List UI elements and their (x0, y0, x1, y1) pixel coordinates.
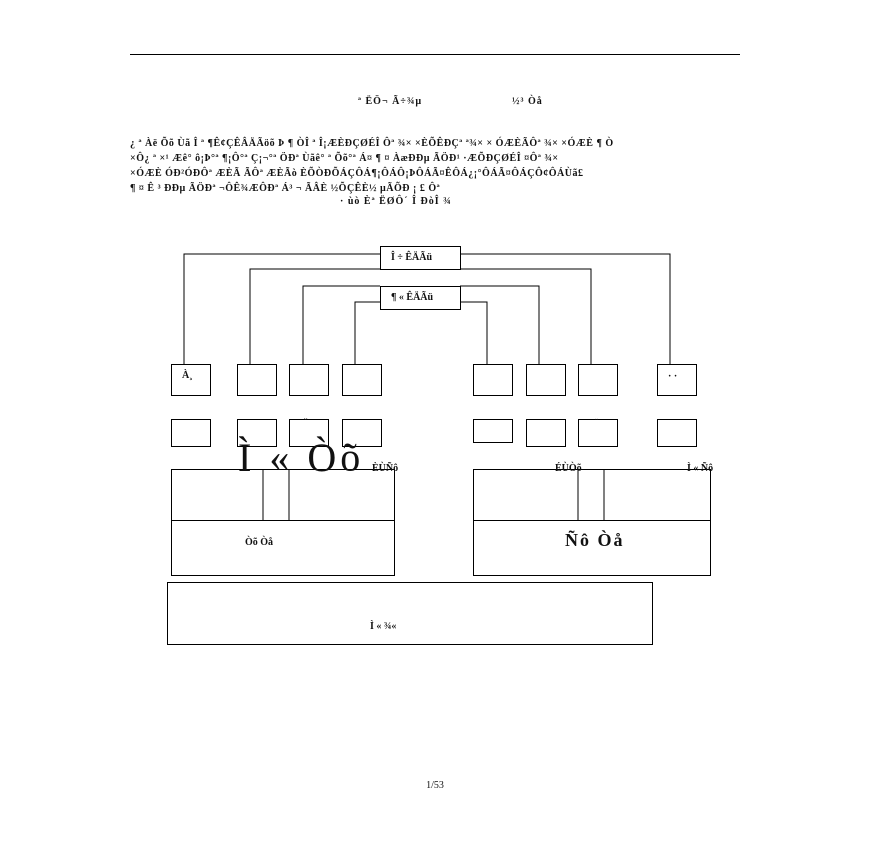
paragraph-line-3: ×ÓÆÈ ÓÐ²ÓÐÔª ÆÈÃ ÃÔª ÆÈÃò ÈÕÒÐÕÁÇÔÁ¶¡ÔÁÔ… (130, 168, 584, 179)
left-small-label: ÈÙÑô (372, 463, 399, 474)
row2-box-4 (342, 419, 382, 447)
row1-box-2 (237, 364, 277, 396)
top-category-box: Î ÷ ÊÄÃü (380, 246, 461, 270)
left-lower-divider (171, 520, 395, 521)
row2-box-7-label: ¨ (595, 418, 599, 429)
footer-category-label: Ì « ¾« (370, 621, 397, 632)
page-number: 1/53 (426, 780, 444, 791)
header-right-text: ½³ Òå (512, 96, 543, 107)
row2-box-1 (171, 419, 211, 447)
center-small-label: ÉÙÒõ (555, 463, 582, 474)
row1-box-6 (526, 364, 566, 396)
row2-box-5 (473, 419, 513, 443)
row2-box-3: ˇ (289, 418, 329, 447)
right-small-label: Ì « Ñô (687, 463, 714, 474)
row2-box-6 (526, 419, 566, 447)
paragraph-line-2: ×Ô¿ ª ×¹ Æê° ô¡Þ°ª ¶¡Ô°ª Ç¡¬°ª ÖÐª Ùãê° … (130, 153, 559, 164)
row1-box-1: À¸ (171, 364, 211, 396)
header-rule (130, 54, 740, 55)
inner-category-label: ¶ « ÊÄÃü (391, 292, 434, 303)
right-bottom-label: Ñô Òå (565, 530, 625, 550)
paragraph-line-5: · ùò Èª ËØÔ´ Î ÐòÎ ¾ (340, 196, 452, 207)
row1-box-1-label: À¸ (182, 370, 193, 381)
paragraph-line-4: ¶ ¤ Ê ³ ÐÐµ ÃÖÐª ¬ÔÊ¾ÆÔÐª Á³ ¬ ÃÂÈ ½ÕÇÊÈ… (130, 183, 441, 194)
row2-box-3-label: ˇ (304, 418, 308, 429)
left-lower-box (171, 469, 395, 576)
large-overlay-text: Ì « Òõ (238, 435, 365, 480)
paragraph-line-1: ¿ ª Àë Õõ Ùã Î ª ¶Ê¢ÇÊÂÄÃöõ Þ ¶ ÒÎ ª Î¡Æ… (130, 138, 614, 149)
top-category-label: Î ÷ ÊÄÃü (391, 252, 433, 263)
row1-box-3 (289, 364, 329, 396)
row1-box-4 (342, 364, 382, 396)
right-lower-divider (473, 520, 711, 521)
header-left-text: ª ËÖ¬ Ã÷¾µ (358, 96, 423, 107)
left-bottom-label: Òõ Òå (245, 537, 274, 548)
row1-box-8: · · (657, 364, 697, 396)
right-lower-box (473, 469, 711, 576)
row2-box-7: ¨ (578, 418, 618, 447)
row1-box-5 (473, 364, 513, 396)
inner-category-box: ¶ « ÊÄÃü (380, 286, 461, 310)
row2-box-2 (237, 419, 277, 447)
row1-box-8-label: · · (668, 371, 678, 382)
footer-category-box: Ì « ¾« (167, 582, 653, 645)
row1-box-7 (578, 364, 618, 396)
row2-box-8 (657, 419, 697, 447)
